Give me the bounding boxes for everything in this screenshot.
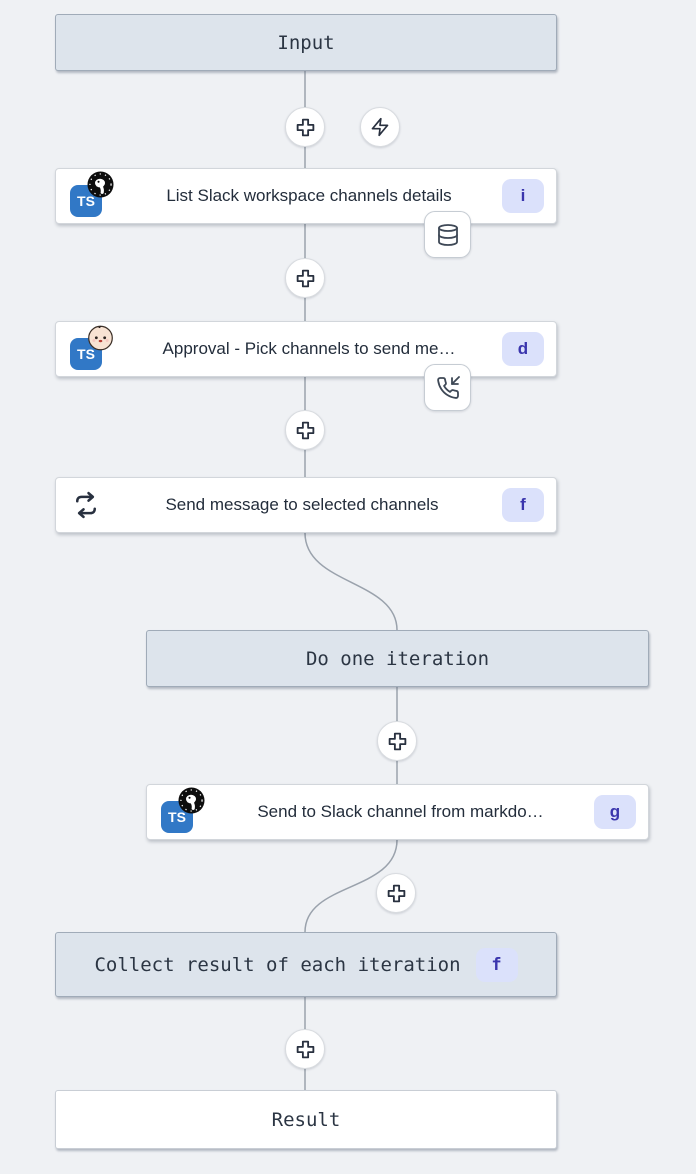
- node-forloop-send-message[interactable]: Send message to selected channels f: [55, 477, 557, 533]
- node-result[interactable]: Result: [55, 1090, 557, 1149]
- plus-cross-icon: [296, 1040, 314, 1058]
- node-input-label: Input: [277, 31, 335, 54]
- node-label: Approval - Pick channels to send me…: [162, 339, 456, 358]
- node-do-one-iteration-label: Do one iteration: [305, 647, 490, 670]
- plus-cross-icon: [296, 269, 314, 287]
- deno-logo-icon: [87, 171, 114, 198]
- node-label: Send message to selected channels: [165, 495, 439, 514]
- step-id-badge: f: [502, 488, 544, 522]
- node-label: Send to Slack channel from markdo…: [257, 802, 544, 821]
- cache-badge[interactable]: [424, 211, 471, 258]
- deno-logo-icon: [178, 787, 205, 814]
- add-step-button[interactable]: [285, 410, 325, 450]
- step-id-badge: f: [475, 947, 518, 982]
- add-step-button[interactable]: [376, 873, 416, 913]
- repeat-icon: [70, 489, 102, 521]
- node-list-slack-channels[interactable]: TS List Slack workspace channels details…: [55, 168, 557, 224]
- typescript-bun-icon: TS: [70, 325, 116, 372]
- step-id-badge: g: [594, 795, 636, 829]
- plus-cross-icon: [387, 884, 405, 902]
- database-icon: [437, 223, 458, 246]
- plus-cross-icon: [388, 732, 406, 750]
- node-send-to-slack-channel[interactable]: TS Send to Slack channel from markdo… g: [146, 784, 649, 840]
- step-id-badge: d: [502, 332, 544, 366]
- typescript-icon: TS: [70, 338, 102, 370]
- plus-cross-icon: [296, 118, 314, 136]
- edge-loop-iteration: [304, 532, 398, 631]
- node-do-one-iteration[interactable]: Do one iteration: [146, 630, 649, 687]
- step-id-badge: i: [502, 179, 544, 213]
- add-step-button[interactable]: [285, 107, 325, 147]
- edge-send-collect: [304, 839, 398, 933]
- typescript-deno-icon: TS: [70, 171, 116, 219]
- plus-cross-icon: [296, 421, 314, 439]
- node-approval-pick-channels[interactable]: TS Approval - Pick channels to send me… …: [55, 321, 557, 377]
- add-step-button[interactable]: [377, 721, 417, 761]
- node-input[interactable]: Input: [55, 14, 557, 71]
- bun-logo-icon: [88, 325, 113, 351]
- add-trigger-button[interactable]: [360, 107, 400, 147]
- typescript-deno-icon: TS: [161, 787, 207, 835]
- node-label: List Slack workspace channels details: [166, 186, 452, 205]
- node-collect-result-label: Collect result of each iteration: [94, 953, 461, 976]
- suspend-approval-badge[interactable]: [424, 364, 471, 411]
- add-step-button[interactable]: [285, 258, 325, 298]
- add-step-button[interactable]: [285, 1029, 325, 1069]
- node-collect-result[interactable]: Collect result of each iteration f: [55, 932, 557, 997]
- node-result-label: Result: [271, 1108, 341, 1131]
- phone-incoming-icon: [436, 375, 460, 399]
- zap-icon: [371, 117, 389, 137]
